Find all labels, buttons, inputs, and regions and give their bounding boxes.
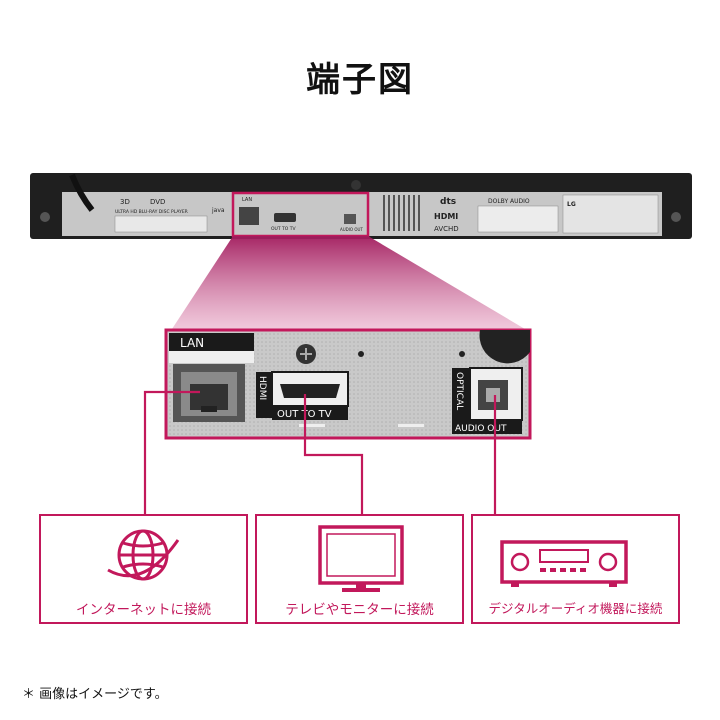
player-rear-panel: 3D DVD ULTRA HD BLU-RAY DISC PLAYER java… <box>30 173 692 239</box>
globe-icon <box>107 529 180 581</box>
hdmi-connector-line <box>303 394 364 515</box>
lan-connector-line <box>143 390 200 515</box>
connection-label-tv: テレビやモニターに接続 <box>285 602 434 618</box>
zoom-optical-label: OPTICAL <box>454 372 464 410</box>
rear-out-to-tv-label: OUT TO TV <box>271 226 296 232</box>
rear-player-name: ULTRA HD BLU-RAY DISC PLAYER <box>115 209 188 215</box>
zoom-hdmi-port <box>280 384 340 398</box>
page-title: 端子図 <box>306 60 414 100</box>
connector-lines <box>143 390 497 515</box>
rear-lan-label: LAN <box>242 197 252 203</box>
rear-dts-logo: dts <box>440 197 456 207</box>
zoom-beam <box>170 236 530 332</box>
rear-dvd-logo: DVD <box>150 198 165 206</box>
footnote: ＊ 画像はイメージです。 <box>22 687 168 702</box>
zoom-audio-out-label: AUDIO OUT <box>455 424 507 434</box>
rear-3d-logo: 3D <box>120 198 130 206</box>
rear-lg-logo: LG <box>567 201 576 208</box>
zoom-lan-label: LAN <box>180 336 204 350</box>
amplifier-icon <box>500 540 628 587</box>
rear-dolby-logo: DOLBY AUDIO <box>488 198 530 205</box>
tv-icon <box>318 525 404 592</box>
zoom-panel <box>164 328 532 440</box>
connection-label-audio: デジタルオーディオ機器に接続 <box>488 601 663 616</box>
rear-avchd-logo: AVCHD <box>434 225 459 233</box>
zoom-hdmi-label: HDMI <box>257 376 267 400</box>
connection-box-internet <box>39 514 248 624</box>
corner-foot <box>479 330 530 364</box>
connection-label-internet: インターネットに接続 <box>76 602 211 618</box>
rear-hdmi-logo: HDMI <box>434 212 458 221</box>
rear-audio-out-label: AUDIO OUT <box>340 227 363 232</box>
rear-java-logo: java <box>211 207 225 214</box>
